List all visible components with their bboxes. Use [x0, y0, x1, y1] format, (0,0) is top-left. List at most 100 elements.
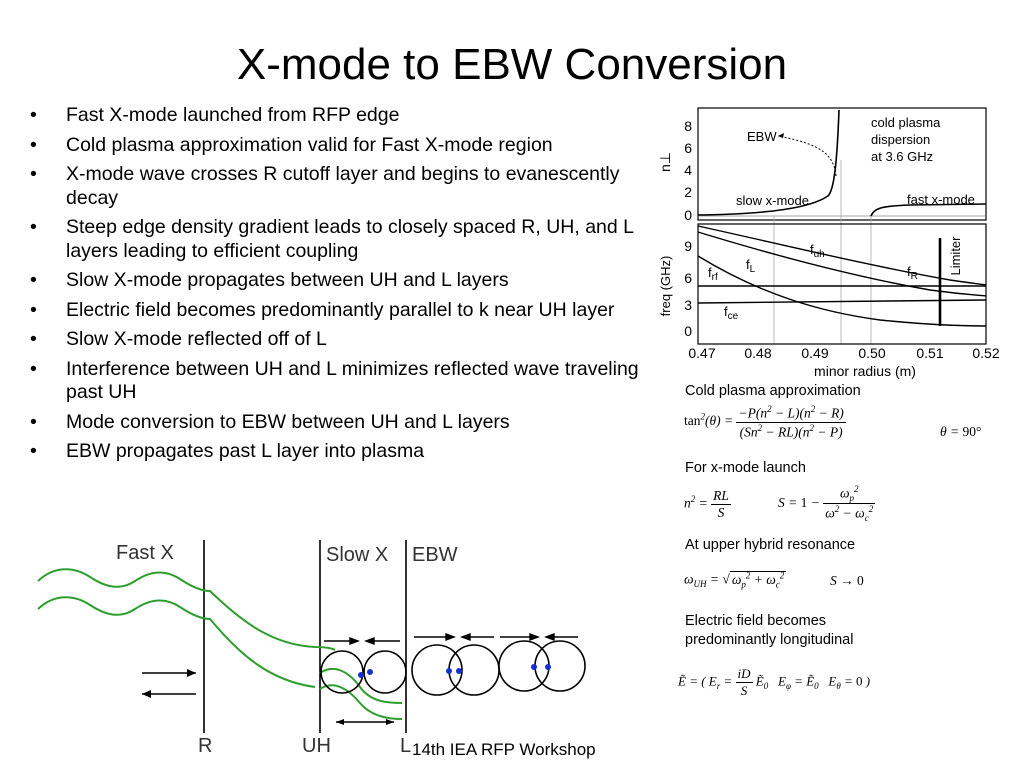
- ytick-label: 3: [684, 297, 692, 313]
- label-uh-layer: UH: [302, 735, 331, 757]
- label-cold-plasma: cold plasma: [871, 115, 941, 130]
- bottom-panel-frame: [697, 223, 987, 345]
- f-L-curve: [697, 255, 987, 327]
- bullet-dot-icon: •: [30, 298, 37, 321]
- bullet-item: •Cold plasma approximation valid for Fas…: [30, 133, 553, 156]
- label-dispersion: dispersion: [871, 132, 930, 147]
- bullet-item: •X-mode wave crosses R cutoff layer and …: [30, 163, 620, 209]
- top-panel-frame: [697, 107, 987, 221]
- ytick-label: 6: [684, 140, 692, 156]
- label-slow-xmode: slow x-mode: [736, 193, 809, 208]
- bullet-dot-icon: •: [30, 216, 37, 238]
- bullet-dot-icon: •: [30, 269, 37, 291]
- bullet-item: •EBW propagates past L layer into plasma: [30, 440, 425, 462]
- bullet-item: •Interference between UH and L minimizes…: [30, 357, 639, 404]
- spacing-arrow-left-icon: [336, 719, 344, 725]
- bottom-ylabel: freq (GHz): [658, 256, 673, 317]
- bullet-dot-icon: •: [30, 133, 37, 156]
- ebw-arrow-icon: [778, 133, 784, 138]
- f-uh-curve: [697, 231, 987, 297]
- limiter-label: Limiter: [948, 236, 963, 276]
- xtick-label: 0.52: [972, 345, 999, 361]
- label-f-R: fR: [907, 264, 918, 282]
- label-fast-x: Fast X: [116, 542, 174, 564]
- bullet-dot-icon: •: [30, 328, 37, 350]
- reflected-arrow-icon: [142, 690, 151, 698]
- slow-x-wave-upper: [319, 668, 403, 704]
- bullet-dot-icon: •: [30, 410, 37, 433]
- xtick-label: 0.51: [916, 345, 943, 361]
- theta-equation: θ = 90°: [940, 424, 982, 439]
- bottom-xlabel: minor radius (m): [814, 363, 916, 379]
- cold-plasma-heading: Cold plasma approximation: [685, 383, 861, 399]
- label-f-L: fL: [746, 257, 756, 275]
- bullet-dot-icon: •: [30, 357, 37, 380]
- label-frequency: at 3.6 GHz: [871, 149, 933, 164]
- compression-arrows: [324, 632, 578, 646]
- label-slow-x: Slow X: [326, 544, 388, 566]
- ytick-label: 4: [684, 162, 692, 178]
- upper-hybrid-equation: ωUH = √ωp2 + ωc2: [684, 570, 787, 590]
- bullet-dot-icon: •: [30, 163, 37, 185]
- label-ebw: EBW: [412, 544, 458, 566]
- f-R-curve: [697, 225, 987, 286]
- xtick-label: 0.49: [801, 345, 828, 361]
- fast-x-wave-lower: [37, 596, 316, 688]
- bullet-item: •Mode conversion to EBW between UH and L…: [30, 410, 510, 433]
- ytick-label: 8: [684, 118, 692, 134]
- xtick-label: 0.47: [688, 345, 715, 361]
- label-l-layer: L: [400, 735, 411, 757]
- mode-conversion-diagram: Fast X Slow X EBW R UH L: [37, 540, 586, 757]
- label-f-ce: fce: [724, 304, 739, 322]
- particle-dots: [358, 664, 551, 678]
- incident-arrow-icon: [187, 669, 196, 677]
- bullet-dot-icon: •: [30, 104, 37, 126]
- gyro-circle: [363, 650, 407, 694]
- gyro-circle: [534, 640, 586, 692]
- bullet-item: •Slow X-mode reflected off of L: [30, 328, 327, 350]
- label-f-uh: fuh: [810, 242, 825, 260]
- efield-heading: Electric field becomes predominantly lon…: [685, 612, 853, 650]
- slow-x-wave-lower: [319, 684, 403, 720]
- label-ebw: EBW: [747, 129, 777, 144]
- efield-heading-line2: predominantly longitudinal: [685, 632, 854, 648]
- ytick-label: 2: [684, 184, 692, 200]
- bottom-xticks: 0.47 0.48 0.49 0.50 0.51 0.52: [688, 345, 999, 361]
- bullet-list: •Fast X-mode launched from RFP edge •Col…: [24, 104, 644, 470]
- slide-title: X-mode to EBW Conversion: [236, 40, 788, 89]
- bullet-item: •Fast X-mode launched from RFP edge: [30, 104, 400, 126]
- cold-plasma-equation: tan2(θ) = −P(n2 − L)(n2 − R)(Sn2 − RL)(n…: [684, 404, 846, 439]
- f-ce-line: [697, 299, 987, 304]
- upper-hybrid-heading: At upper hybrid resonance: [685, 537, 856, 553]
- label-f-rf: frf: [708, 265, 718, 283]
- dispersion-figure: 8 6 4 2 0 n⊥ EBW cold plasma dispersion …: [657, 107, 1000, 379]
- bullet-item: •Slow X-mode propagates between UH and L…: [30, 269, 509, 291]
- xtick-label: 0.48: [744, 345, 771, 361]
- footer-text: 14th IEA RFP Workshop: [412, 740, 596, 759]
- xtick-label: 0.50: [858, 345, 885, 361]
- ytick-label: 0: [684, 207, 692, 223]
- gyro-circle: [320, 650, 364, 694]
- fast-xmode-curve: [870, 203, 987, 217]
- bullet-item: •Steep edge density gradient leads to cl…: [30, 216, 634, 262]
- ytick-label: 0: [684, 323, 692, 339]
- top-ylabel: n⊥: [657, 152, 673, 172]
- label-r-layer: R: [198, 735, 212, 757]
- ebw-dotted-curve: [777, 135, 837, 177]
- bottom-yticks: 9 6 3 0: [684, 238, 692, 339]
- label-fast-xmode: fast x-mode: [907, 192, 975, 207]
- spacing-arrow-right-icon: [386, 719, 394, 725]
- xmode-launch-heading: For x-mode launch: [685, 460, 806, 476]
- ytick-label: 9: [684, 238, 692, 254]
- slow-xmode-curve: [697, 109, 840, 216]
- s-limit-equation: S → 0: [830, 573, 864, 588]
- efield-heading-line1: Electric field becomes: [685, 613, 827, 629]
- top-yticks: 8 6 4 2 0: [684, 118, 692, 223]
- ytick-label: 6: [684, 270, 692, 286]
- fast-x-wave-upper: [37, 568, 336, 651]
- bullet-dot-icon: •: [30, 440, 37, 462]
- bullet-item: •Electric field becomes predominantly pa…: [30, 298, 615, 321]
